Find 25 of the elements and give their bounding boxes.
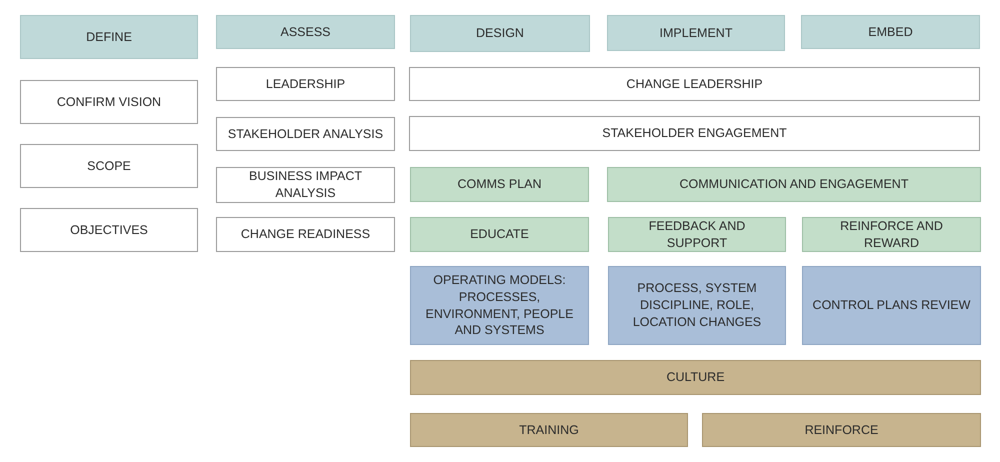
culture-box: TRAINING — [410, 413, 688, 447]
phase-header: DEFINE — [20, 15, 198, 59]
operations-box: CONTROL PLANS REVIEW — [802, 266, 981, 345]
phase-header: EMBED — [801, 15, 980, 49]
activity-box: BUSINESS IMPACT ANALYSIS — [216, 167, 395, 203]
operations-box: OPERATING MODELS: PROCESSES, ENVIRONMENT, PEOPLE AND SYSTEMS — [410, 266, 589, 345]
activity-box: STAKEHOLDER ANALYSIS — [216, 117, 395, 151]
communication-box: COMMUNICATION AND ENGAGEMENT — [607, 167, 981, 202]
activity-box: LEADERSHIP — [216, 67, 395, 101]
communication-box: EDUCATE — [410, 217, 589, 252]
culture-box: CULTURE — [410, 360, 981, 395]
activity-box: STAKEHOLDER ENGAGEMENT — [409, 116, 980, 151]
communication-box: COMMS PLAN — [410, 167, 589, 202]
culture-box: REINFORCE — [702, 413, 981, 447]
phase-header: IMPLEMENT — [607, 15, 785, 51]
activity-box: CHANGE LEADERSHIP — [409, 67, 980, 101]
operations-box: PROCESS, SYSTEM DISCIPLINE, ROLE, LOCATION CHANGES — [608, 266, 786, 345]
activity-box: SCOPE — [20, 144, 198, 188]
activity-box: OBJECTIVES — [20, 208, 198, 252]
phase-header: ASSESS — [216, 15, 395, 49]
activity-box: CHANGE READINESS — [216, 217, 395, 252]
phase-header: DESIGN — [410, 15, 590, 52]
activity-box: CONFIRM VISION — [20, 80, 198, 124]
communication-box: FEEDBACK AND SUPPORT — [608, 217, 786, 252]
communication-box: REINFORCE AND REWARD — [802, 217, 981, 252]
